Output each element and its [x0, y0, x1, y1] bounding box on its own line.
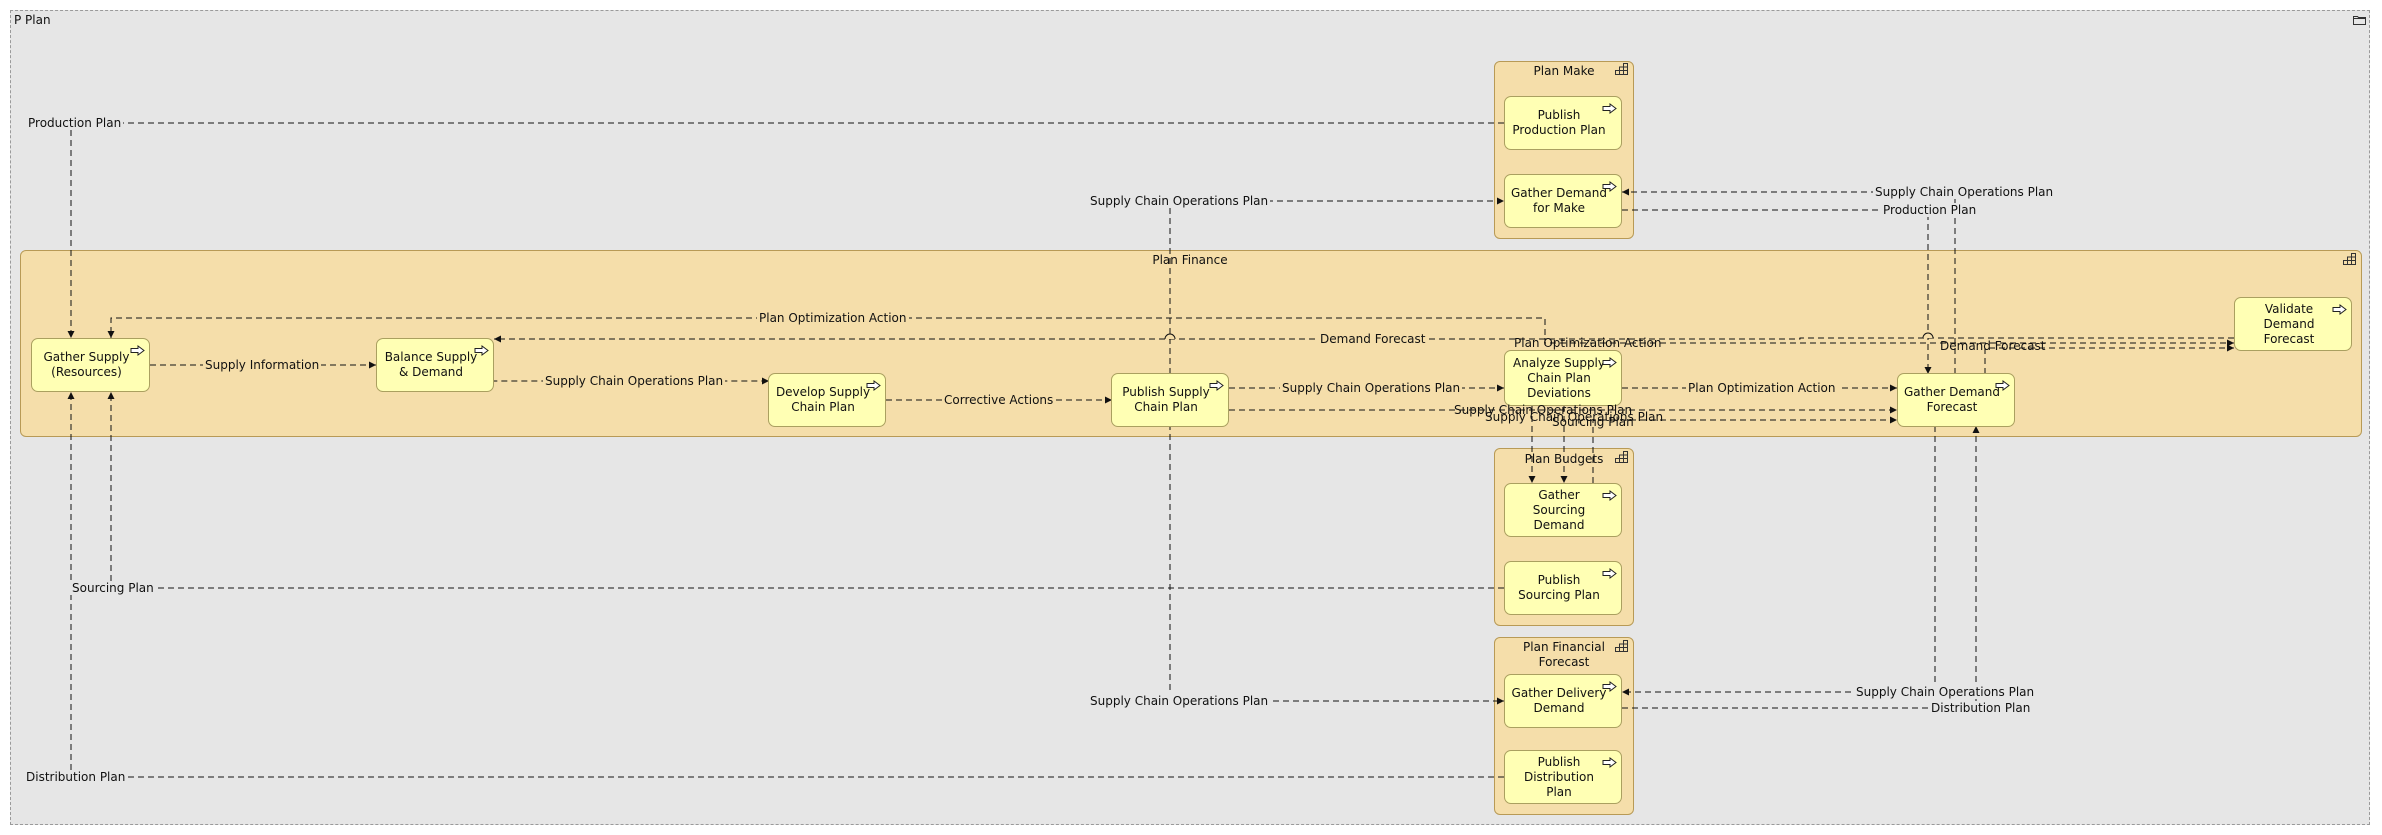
process-publish-production-plan[interactable]: Publish Production Plan — [1504, 96, 1622, 150]
group-grid-icon — [1615, 640, 1628, 652]
process-publish-distribution-plan[interactable]: Publish Distribution Plan — [1504, 750, 1622, 804]
group-plan-finance-title: Plan Finance — [1152, 253, 1228, 267]
process-arrow-icon — [474, 345, 489, 356]
process-arrow-icon — [1602, 357, 1617, 368]
process-gather-sourcing-demand[interactable]: Gather Sourcing Demand — [1504, 483, 1622, 537]
process-gather-demand-for-make[interactable]: Gather Demand for Make — [1504, 174, 1622, 228]
flow-plan-optimization-action-mid — [1544, 338, 2234, 347]
process-arrow-icon — [866, 380, 881, 391]
flow-sc-ops-plan-to-make — [1169, 197, 1504, 374]
process-publish-sourcing-plan[interactable]: Publish Sourcing Plan — [1504, 561, 1622, 615]
folder-icon — [2353, 16, 2366, 25]
process-arrow-icon — [1995, 380, 2010, 391]
process-balance-supply-demand[interactable]: Balance Supply & Demand — [376, 338, 494, 392]
process-arrow-icon — [1602, 490, 1617, 501]
flow-label-distribution-plan-right: Distribution Plan — [1929, 701, 2033, 715]
flow-label-sourcing-plan-left: Sourcing Plan — [70, 581, 156, 595]
flow-label-sourcing-plan-overlap: Sourcing Plan — [1552, 415, 1634, 429]
flow-sourcing-plan-overlap — [1592, 416, 1897, 483]
process-publish-supply-chain-plan[interactable]: Publish Supply Chain Plan — [1111, 373, 1229, 427]
process-gather-demand-forecast[interactable]: Gather Demand Forecast — [1897, 373, 2015, 427]
flow-label-sc-ops-plan-balance: Supply Chain Operations Plan — [543, 374, 726, 388]
flow-label-demand-forecast-mid: Demand Forecast — [1318, 332, 1428, 346]
process-gather-supply[interactable]: Gather Supply (Resources) — [31, 338, 150, 392]
process-validate-demand-forecast[interactable]: Validate Demand Forecast — [2234, 297, 2352, 351]
flow-demand-forecast-mid — [494, 335, 2234, 343]
process-develop-supply-chain-plan[interactable]: Develop Supply Chain Plan — [768, 373, 886, 427]
flow-label-plan-optimization-action-analyze: Plan Optimization Action — [1686, 381, 1838, 395]
flow-demand-forecast-right — [1984, 344, 2234, 374]
flow-label-sc-ops-plan-delivery-right: Supply Chain Operations Plan — [1854, 685, 2037, 699]
process-arrow-icon — [1602, 681, 1617, 692]
flow-label-sc-ops-plan-overlap: Supply Chain Operations Plan — [1485, 410, 1664, 424]
flow-label-sc-ops-plan-publish: Supply Chain Operations Plan — [1280, 381, 1463, 395]
process-gather-delivery-demand[interactable]: Gather Delivery Demand — [1504, 674, 1622, 728]
process-arrow-icon — [1602, 181, 1617, 192]
flow-label-sc-ops-plan-to-delivery: Supply Chain Operations Plan — [1088, 694, 1271, 708]
process-arrow-icon — [130, 345, 145, 356]
flow-production-plan-right — [1622, 209, 1932, 374]
group-grid-icon — [1615, 63, 1628, 75]
p-plan-title: P Plan — [14, 13, 51, 27]
flow-label-production-plan-left: Production Plan — [26, 116, 124, 130]
flow-label-distribution-plan-left: Distribution Plan — [24, 770, 128, 784]
flow-label-supply-information: Supply Information — [203, 358, 322, 372]
flow-label-sc-ops-plan-make-right: Supply Chain Operations Plan — [1873, 185, 2056, 199]
flow-label-sc-ops-plan-low: Supply Chain Operations Plan — [1454, 403, 1633, 417]
process-arrow-icon — [1209, 380, 1224, 391]
flow-label-corrective-actions: Corrective Actions — [942, 393, 1056, 407]
process-arrow-icon — [2332, 304, 2347, 315]
group-plan-make-title: Plan Make — [1533, 64, 1595, 78]
flow-label-production-plan-right: Production Plan — [1881, 203, 1979, 217]
flow-label-plan-optimization-action-top: Plan Optimization Action — [757, 311, 909, 325]
group-grid-icon — [2343, 253, 2356, 265]
flow-label-plan-optimization-action-mid: Plan Optimization Action — [1514, 336, 1662, 350]
process-arrow-icon — [1602, 568, 1617, 579]
flow-sc-ops-plan-delivery-right — [1622, 426, 1936, 696]
flow-production-plan-left — [67, 122, 1504, 338]
flow-sc-ops-plan-make-right — [1622, 188, 1956, 374]
flow-label-demand-forecast-right: Demand Forecast — [1940, 339, 2046, 353]
process-analyze-supply-chain-plan-deviations[interactable]: Analyze Supply Chain Plan Deviations — [1504, 350, 1622, 406]
group-plan-financial-forecast-title: Plan Financial Forecast — [1523, 640, 1605, 669]
flow-distribution-plan-left — [67, 392, 1504, 778]
flow-distribution-plan-right — [1622, 426, 1980, 709]
process-arrow-icon — [1602, 103, 1617, 114]
process-arrow-icon — [1602, 757, 1617, 768]
flow-sc-ops-plan-to-delivery — [1169, 424, 1504, 705]
flow-label-sc-ops-plan-to-make: Supply Chain Operations Plan — [1088, 194, 1271, 208]
group-grid-icon — [1615, 451, 1628, 463]
